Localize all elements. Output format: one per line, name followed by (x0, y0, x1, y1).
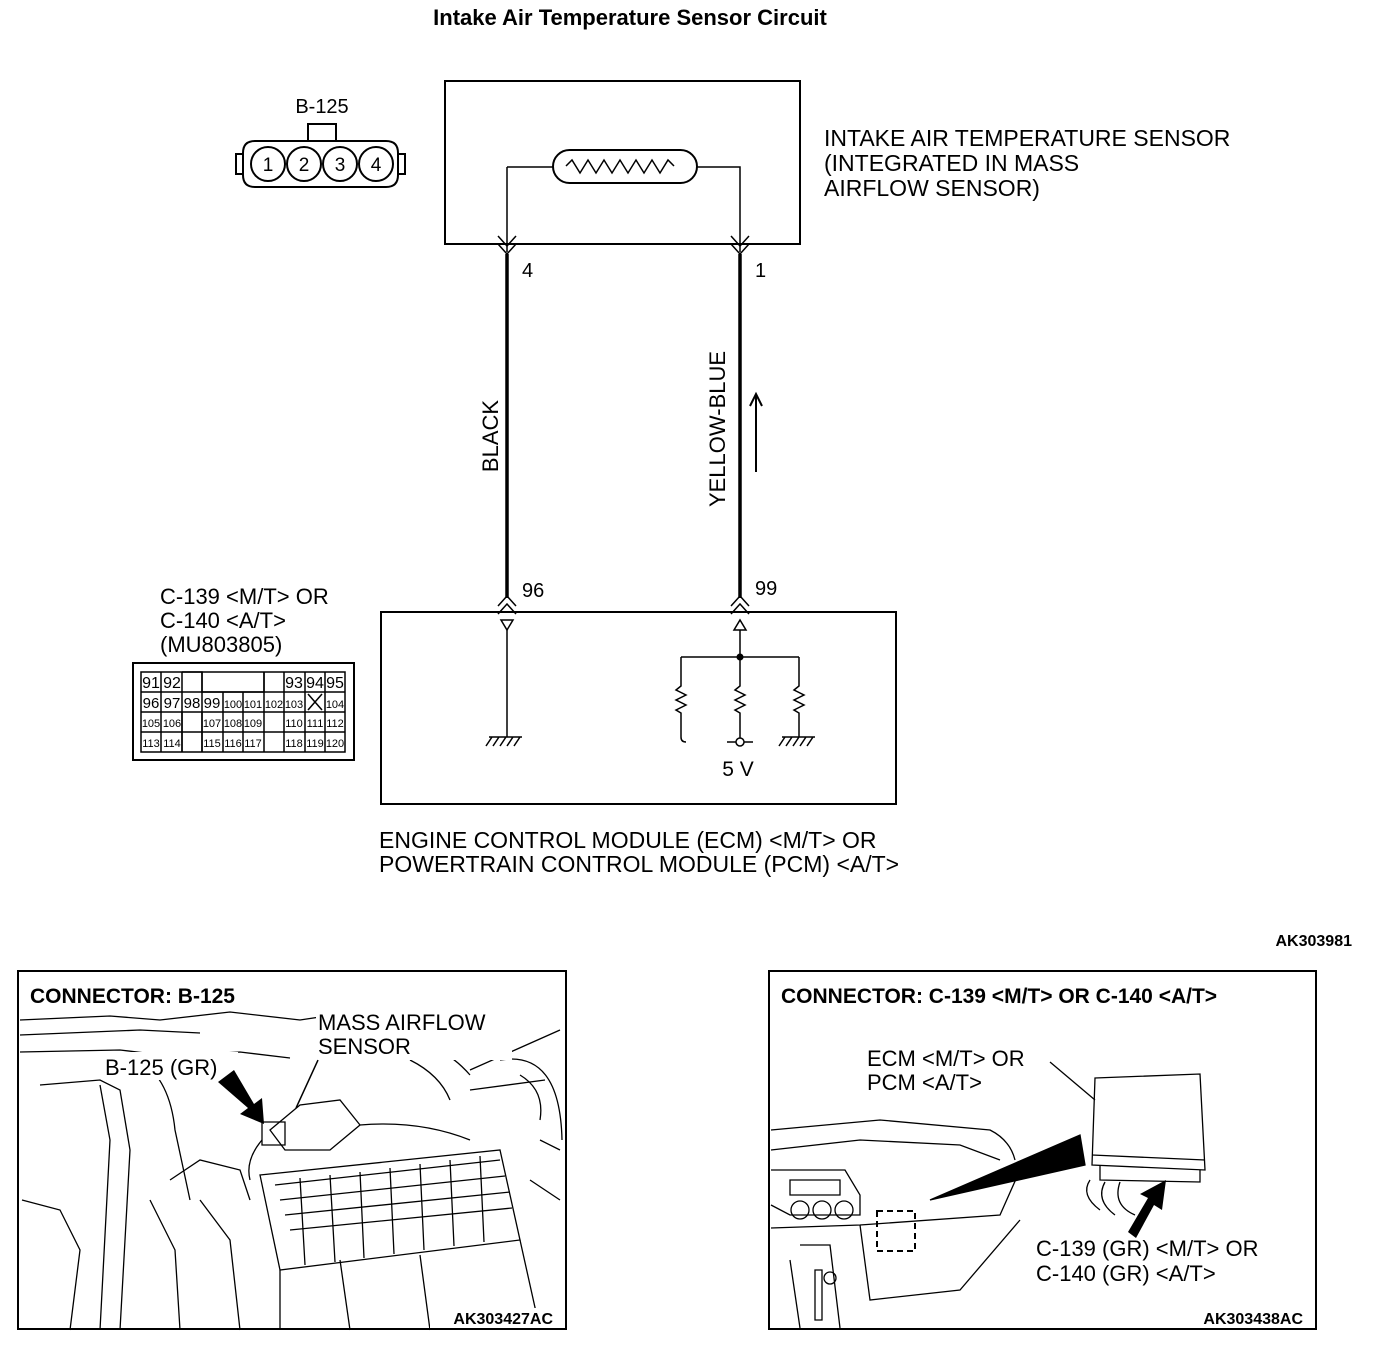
black-wire-label: BLACK (478, 400, 503, 472)
input-buffer-icon (499, 619, 515, 632)
ecm-cavity-93: 93 (285, 675, 303, 692)
ground-resistor-icon (792, 657, 806, 737)
ecm-pin-99-label: 99 (755, 578, 777, 600)
ecm-cavity-100: 100 (224, 699, 242, 711)
ecm-cavity-119: 119 (306, 738, 324, 750)
ecm-connector-label-line-1: C-139 <M/T> OR (160, 584, 329, 609)
wires: BLACK YELLOW-BLUE (478, 254, 763, 598)
ecm-cavity-104: 104 (326, 699, 344, 711)
dashboard-sketch (770, 1061, 1206, 1329)
ecm-cavity-116: 116 (224, 738, 242, 750)
ecm-label-line-2: POWERTRAIN CONTROL MODULE (PCM) <A/T> (379, 851, 899, 877)
ground-icon-right (778, 736, 815, 747)
pointer-arrow-icon (218, 1070, 264, 1124)
resistor-zigzag-icon (565, 158, 675, 175)
pullup-resistor-icon (733, 657, 747, 738)
ecm-cavity-105: 105 (142, 718, 160, 730)
b125-pin-3: 3 (335, 155, 346, 176)
ecm-cavity-103: 103 (285, 699, 303, 711)
ground-icon (485, 736, 522, 747)
b125-pin-2: 2 (299, 155, 310, 176)
sensor-pin-1-label: 1 (755, 260, 766, 282)
input-buffer-icon-right (732, 618, 748, 631)
ecm-cavity-111: 111 (307, 718, 324, 730)
ecm-cavity-114: 114 (163, 738, 181, 750)
ecm-cavity-107: 107 (203, 718, 221, 730)
ecm-cavity-118: 118 (285, 738, 303, 750)
ecm-cavity-91: 91 (142, 675, 160, 692)
sensor-label-line-3: AIRFLOW SENSOR) (824, 175, 1040, 201)
ecm-cavity-97: 97 (164, 695, 181, 712)
ecm-cavity-120: 120 (326, 738, 344, 750)
connector-b125-panel: CONNECTOR: B-125 MASS AIRFLOW SENSOR B-1… (17, 970, 567, 1331)
b125-connector-plug (261, 1121, 286, 1146)
yellow-blue-wire-label: YELLOW-BLUE (705, 351, 730, 507)
ecm-connector-label-line-2: C-140 <A/T> (160, 608, 286, 633)
ecm-cavity-108: 108 (224, 718, 242, 730)
panel-left-code: AK303427AC (453, 1311, 553, 1328)
b125-pin-1: 1 (263, 155, 274, 176)
sensor-label-line-2: (INTEGRATED IN MASS (824, 150, 1079, 176)
ecm-cavity-98: 98 (184, 695, 201, 712)
ecm-cavity-101: 101 (244, 699, 262, 711)
ecm-label-line-1: ENGINE CONTROL MODULE (ECM) <M/T> OR (379, 827, 877, 853)
ecm-cavity-117: 117 (244, 738, 262, 750)
panel-right-code: AK303438AC (1203, 1311, 1303, 1328)
ecm-cavity-96: 96 (143, 695, 160, 712)
ecm-cavity-102: 102 (265, 699, 283, 711)
engine-bay-sketch (19, 1011, 563, 1331)
ecm-module-body (1091, 1073, 1206, 1171)
b125-connector-label: B-125 (295, 96, 348, 118)
ecm-pcm-callout-line-1: ECM <M/T> OR (867, 1046, 1025, 1071)
ecm-location-marker (876, 1210, 916, 1252)
ecm-connector-icon: C-139 <M/T> OR C-140 <A/T> (MU803805) 91… (132, 584, 355, 761)
panel-right-title: CONNECTOR: C-139 <M/T> OR C-140 <A/T> (781, 985, 1217, 1008)
b125-connector-icon: B-125 1 2 3 4 (235, 96, 406, 188)
ecm-cavity-94: 94 (306, 675, 324, 692)
empty-cavity-x-icon (307, 693, 323, 711)
ecm-pcm-callout-line-2: PCM <A/T> (867, 1070, 982, 1095)
ecm-cavity-113: 113 (142, 738, 160, 750)
ecm-cavity-112: 112 (326, 718, 344, 730)
b125-pin-4: 4 (371, 155, 382, 176)
thermistor-icon (552, 149, 698, 184)
ecm-connector-label-line-3: (MU803805) (160, 632, 282, 657)
mass-airflow-callout-line-1: MASS AIRFLOW (318, 1010, 486, 1035)
airflow-sensor-body (269, 1099, 361, 1151)
supply-voltage-label: 5 V (722, 758, 754, 781)
sensor-label-line-1: INTAKE AIR TEMPERATURE SENSOR (824, 125, 1230, 151)
ecm-cavity-99: 99 (204, 695, 221, 712)
ecm-cavity-115: 115 (203, 738, 221, 750)
c139-callout-line-2: C-140 (GR) <A/T> (1036, 1261, 1216, 1286)
ecm-pin-96-label: 96 (522, 580, 544, 602)
b125-gr-callout: B-125 (GR) (105, 1055, 217, 1080)
ecm-cavity-110: 110 (285, 718, 303, 730)
diagram-title: Intake Air Temperature Sensor Circuit (433, 5, 827, 30)
ecm-box: 96 99 5 V ENGINE CONTROL MODULE (ECM) <M… (379, 578, 899, 877)
mass-airflow-callout-line-2: SENSOR (318, 1034, 411, 1059)
panel-left-title: CONNECTOR: B-125 (30, 985, 235, 1008)
sensor-pin-4-label: 4 (522, 260, 533, 282)
connector-c139-panel: CONNECTOR: C-139 <M/T> OR C-140 <A/T> EC… (768, 970, 1317, 1330)
pulldown-resistor-icon (674, 657, 688, 743)
ecm-cavity-109: 109 (244, 718, 262, 730)
pointer-arrow-icon-right (1128, 1180, 1166, 1238)
ecm-cavity-92: 92 (163, 675, 181, 692)
current-direction-arrow-icon (749, 391, 763, 472)
ecm-cavity-106: 106 (163, 718, 181, 730)
figure-code: AK303981 (1276, 933, 1353, 950)
ecm-cavity-95: 95 (326, 675, 344, 692)
sensor-box: INTAKE AIR TEMPERATURE SENSOR (INTEGRATE… (444, 80, 1230, 282)
c139-callout-line-1: C-139 (GR) <M/T> OR (1036, 1236, 1258, 1261)
